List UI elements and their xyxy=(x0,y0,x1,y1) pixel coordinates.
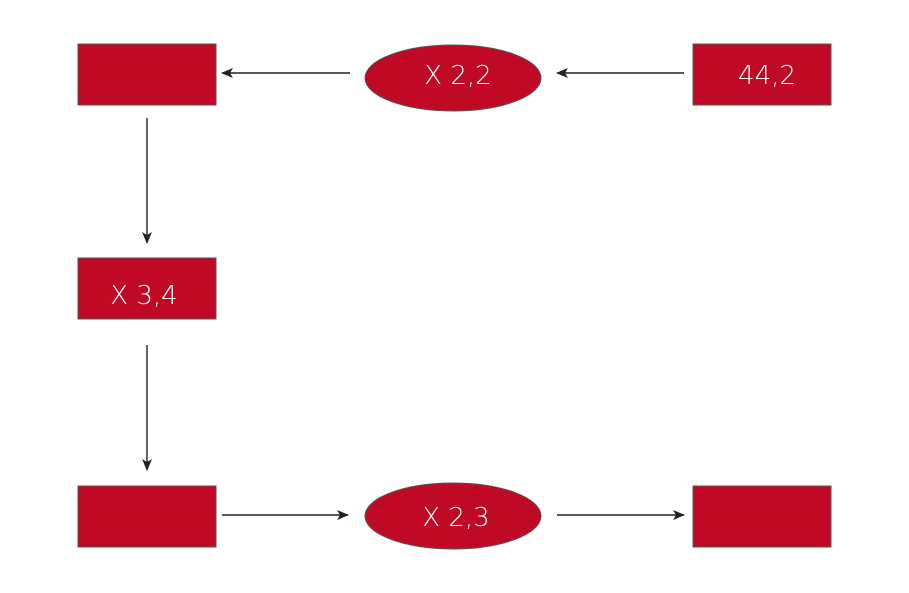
ellipse-bottom: X 2,3 xyxy=(364,482,542,550)
box-top-right: 44,2 xyxy=(692,43,832,106)
ellipse-top-label: X 2,2 xyxy=(424,61,491,91)
box-middle-left-label: X 3,4 xyxy=(110,281,177,311)
box-bottom-right xyxy=(692,485,832,548)
ellipse-bottom-label: X 2,3 xyxy=(422,503,489,533)
box-top-left xyxy=(77,43,217,106)
box-top-right-label: 44,2 xyxy=(738,61,796,91)
box-bottom-left xyxy=(77,485,217,548)
ellipse-top: X 2,2 xyxy=(364,44,542,112)
box-middle-left: X 3,4 xyxy=(77,257,217,320)
